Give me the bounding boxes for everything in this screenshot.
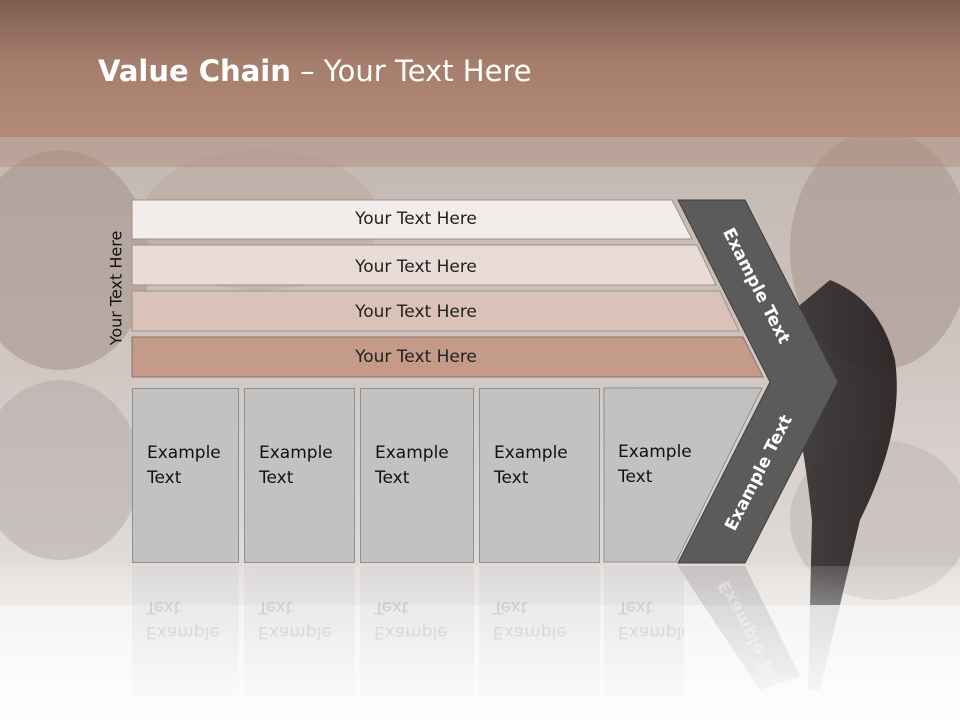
box-4-line1: Example — [494, 443, 568, 463]
box-1-line2: Text — [147, 468, 182, 488]
box-3-line1: Example — [375, 443, 449, 463]
bar-3 — [131, 290, 740, 332]
box-2-line2: Text — [259, 468, 294, 488]
chevron-arrow — [677, 199, 839, 564]
box-2-line1: Example — [259, 443, 333, 463]
bar-1-label: Your Text Here — [355, 209, 477, 229]
bar-3-label: Your Text Here — [355, 302, 477, 322]
header-strip — [0, 137, 960, 167]
box-1-line1: Example — [147, 443, 221, 463]
bar-2-label: Your Text Here — [355, 257, 477, 277]
header-band — [0, 0, 960, 137]
floor-fade — [0, 566, 960, 720]
title-bold: Value Chain — [98, 54, 291, 88]
box-5-line1: Example — [618, 442, 692, 462]
bar-4 — [131, 336, 764, 378]
last-box-shape — [603, 387, 763, 563]
bar-1 — [131, 199, 693, 240]
box-3-line2: Text — [375, 468, 410, 488]
bar-4-label: Your Text Here — [355, 347, 477, 367]
slide-title: Value Chain – Your Text Here — [98, 54, 532, 88]
bar-2 — [131, 244, 717, 286]
box-4-line2: Text — [494, 468, 529, 488]
title-rest: – Your Text Here — [290, 54, 532, 88]
box-5-line2: Text — [618, 467, 653, 487]
